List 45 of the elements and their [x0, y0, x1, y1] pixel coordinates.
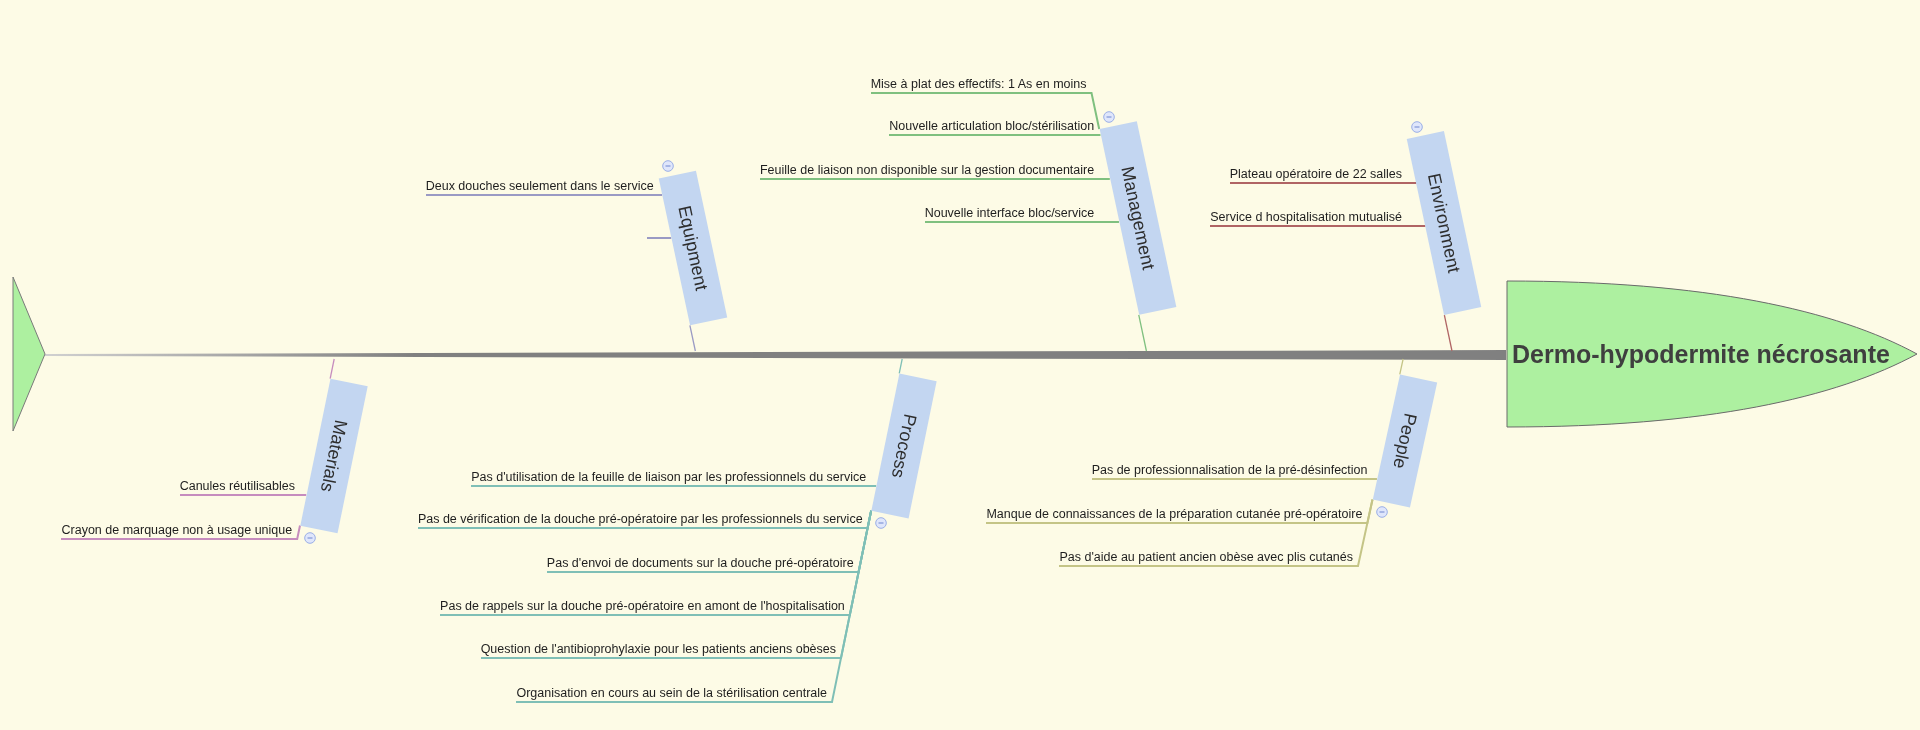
cause-text: Mise à plat des effectifs: 1 As en moins — [870, 76, 1087, 93]
cause-text: Pas de professionnalisation de la pré-désinfection — [1091, 462, 1368, 479]
cause-text: Pas d'aide au patient ancien obèse avec plis cutanés — [1059, 549, 1353, 566]
cause-text: Pas de rappels sur la douche pré-opératoire en amont de l'hospitalisation — [440, 598, 845, 615]
branch-line — [1091, 478, 1378, 480]
bone-line — [1138, 314, 1148, 352]
cause-text: Crayon de marquage non à usage unique — [61, 522, 293, 539]
cause-text: Question de l'antibioprohylaxie pour les patients anciens obèses — [480, 641, 836, 658]
branch-line — [1058, 498, 1374, 567]
bone-line — [1399, 358, 1404, 376]
cause-text: Deux douches seulement dans le service — [425, 178, 654, 195]
branch-line — [179, 494, 308, 496]
cause-text: Service d hospitalisation mutualisé — [1210, 209, 1403, 226]
branch-line — [870, 92, 1101, 131]
cause-text: Manque de connaissances de la préparation cutanée pré-opératoire — [986, 506, 1363, 523]
branch-line — [759, 178, 1111, 180]
branch-line — [888, 134, 1102, 136]
cause-text: Nouvelle articulation bloc/stérilisation — [889, 118, 1095, 135]
branch-line — [515, 509, 873, 703]
category-label: Equipment — [658, 170, 728, 326]
bone-line — [689, 324, 696, 352]
branch-line — [1229, 182, 1418, 184]
cause-text: Feuille de liaison non disponible sur la gestion documentaire — [759, 162, 1095, 179]
category-label: Process — [871, 373, 937, 519]
cause-text: Pas d'envoi de documents sur la douche pré-opératoire — [546, 555, 854, 572]
spine-line — [45, 350, 1506, 360]
branch-line — [60, 524, 301, 540]
category-label: Materials — [299, 378, 368, 534]
branch-line — [425, 194, 664, 196]
bone-line — [898, 358, 903, 375]
problem-label: Dermo-hypodermite nécrosante — [1512, 339, 1890, 369]
cause-text: Nouvelle interface bloc/service — [924, 205, 1095, 222]
cause-text: Canules réutilisables — [179, 478, 295, 495]
fish-tail — [12, 276, 46, 432]
bone-line — [1443, 314, 1453, 352]
fish-head — [1506, 280, 1918, 428]
cause-text: Plateau opératoire de 22 salles — [1229, 166, 1403, 183]
bone-line — [329, 358, 335, 380]
cause-text: Pas de vérification de la douche pré-opératoire par les professionnels du service — [417, 511, 863, 528]
cause-text: Organisation en cours au sein de la stérilisation centrale — [516, 685, 827, 702]
category-label: People — [1372, 374, 1437, 508]
branch-line — [470, 485, 878, 487]
branch-line — [924, 221, 1120, 223]
cause-text: Pas d'utilisation de la feuille de liaison par les professionnels du service — [471, 469, 867, 486]
branch-line — [1209, 225, 1427, 227]
